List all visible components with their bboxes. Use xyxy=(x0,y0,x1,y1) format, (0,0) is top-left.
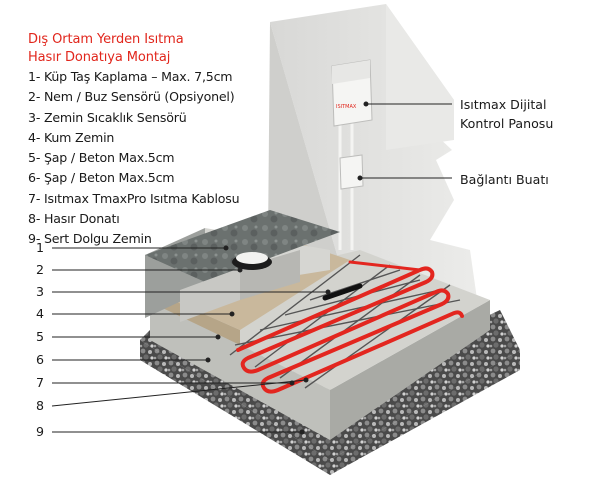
leader-lines xyxy=(51,101,452,435)
marker-6: 6 xyxy=(36,352,45,367)
legend-list: 1- Küp Taş Kaplama – Max. 7,5cm 2- Nem /… xyxy=(28,67,240,250)
panel-brand-text: ISITMAX xyxy=(336,104,357,110)
legend-item-2: 2- Nem / Buz Sensörü (Opsiyonel) xyxy=(28,89,235,105)
legend-item-4: 4- Kum Zemin xyxy=(28,129,115,145)
title-line-2: Hasır Donatıya Montaj xyxy=(28,50,171,65)
heating-cable xyxy=(236,260,464,394)
marker-4: 4 xyxy=(36,306,45,321)
conduits xyxy=(338,122,354,250)
floor-sensor xyxy=(322,283,363,301)
title-line-1: Dış Ortam Yerden Isıtma xyxy=(28,32,184,47)
rebar-mesh xyxy=(229,254,461,389)
callout-panel-line-1: Isıtmax Dijital xyxy=(460,97,547,112)
junction-box xyxy=(339,154,364,190)
callout-panel-line-2: Kontrol Panosu xyxy=(460,116,554,131)
marker-8: 8 xyxy=(36,398,45,413)
legend-item-7: 7- Isıtmax TmaxPro Isıtma Kablosu xyxy=(28,190,240,206)
callout-junction-box: Bağlantı Buatı xyxy=(460,172,549,187)
marker-1: 1 xyxy=(36,240,45,255)
legend-item-9: 9- Sert Dolgu Zemin xyxy=(28,231,152,247)
control-panel: ISITMAX xyxy=(331,59,373,127)
marker-7: 7 xyxy=(36,375,45,390)
legend-item-8: 8- Hasır Donatı xyxy=(28,211,120,227)
callout-control-panel: Isıtmax Dijital Kontrol Panosu xyxy=(460,95,553,133)
marker-9: 9 xyxy=(36,424,45,439)
moisture-sensor xyxy=(232,252,272,270)
legend-item-3: 3- Zemin Sıcaklık Sensörü xyxy=(28,109,187,125)
legend-item-5: 5- Şap / Beton Max.5cm xyxy=(28,150,175,166)
marker-2: 2 xyxy=(36,262,45,277)
marker-3: 3 xyxy=(36,284,45,299)
legend-item-1: 1- Küp Taş Kaplama – Max. 7,5cm xyxy=(28,69,233,84)
legend-item-6: 6- Şap / Beton Max.5cm xyxy=(28,170,175,186)
marker-5: 5 xyxy=(36,329,45,344)
